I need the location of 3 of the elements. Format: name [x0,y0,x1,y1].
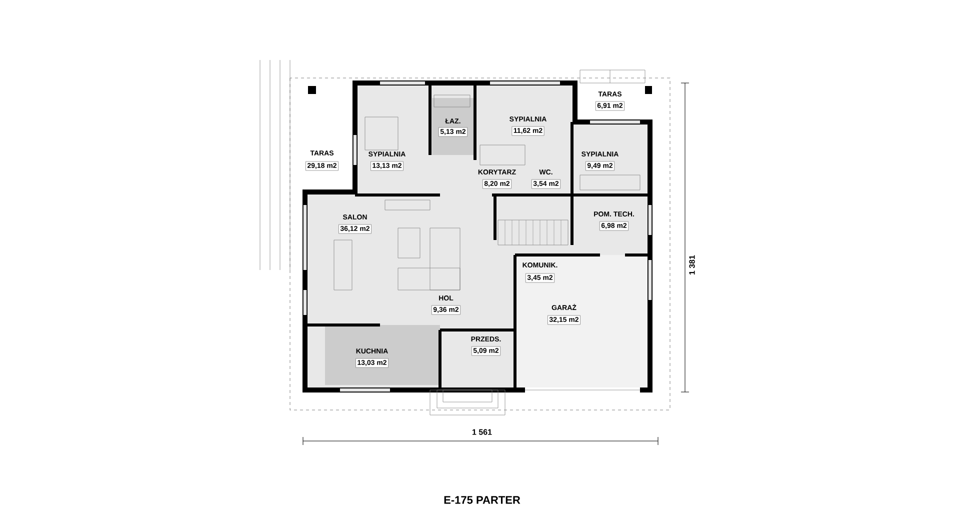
dimension-text: 1 561 [472,429,492,435]
title: E-175 PARTER [444,496,520,504]
dimension-text: 1 381 [688,254,696,276]
